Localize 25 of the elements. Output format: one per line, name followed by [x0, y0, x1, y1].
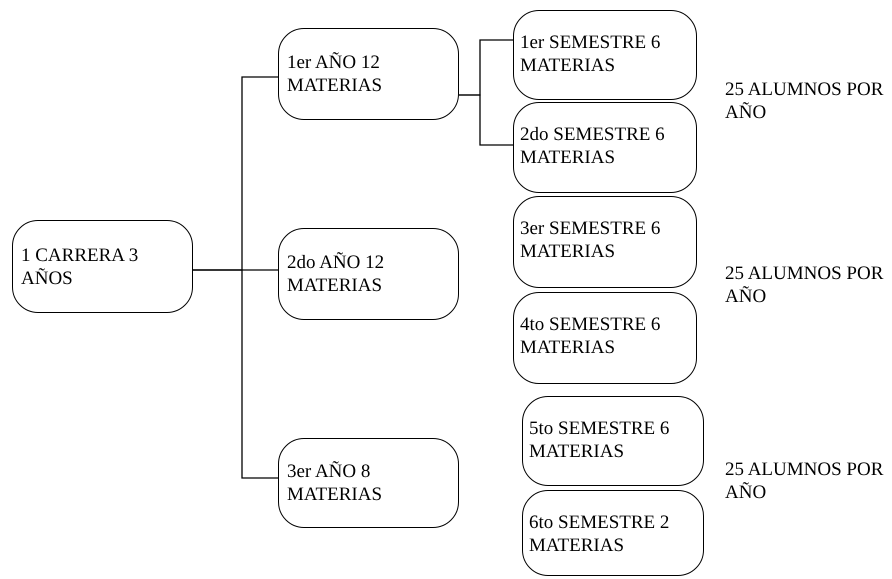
rounded-box	[278, 28, 459, 120]
connector-line	[193, 269, 278, 479]
note-text: 25 ALUMNOS POR AÑO	[725, 458, 884, 504]
connector-line	[459, 94, 513, 146]
box-text: 6to SEMESTRE 2 MATERIAS	[529, 511, 670, 557]
rounded-box	[278, 228, 459, 320]
rounded-box	[278, 438, 459, 528]
box-text: 3er SEMESTRE 6 MATERIAS	[520, 217, 662, 263]
rounded-box	[522, 396, 704, 486]
rounded-box	[513, 292, 697, 384]
box-text: 5to SEMESTRE 6 MATERIAS	[529, 417, 670, 463]
box-text: 3er AÑO 8 MATERIAS	[287, 460, 384, 506]
box-text: 4to SEMESTRE 6 MATERIAS	[520, 313, 662, 359]
note-text: 25 ALUMNOS POR AÑO	[725, 262, 884, 308]
box-text: 2do SEMESTRE 6 MATERIAS	[520, 123, 666, 169]
rounded-box	[513, 196, 697, 288]
box-text: 1er SEMESTRE 6 MATERIAS	[520, 31, 662, 77]
rounded-box	[522, 490, 704, 576]
box-text: 2do AÑO 12 MATERIAS	[287, 251, 386, 297]
note-text: 25 ALUMNOS POR AÑO	[725, 78, 884, 124]
rounded-box	[513, 102, 697, 193]
box-text: 1 CARRERA 3 AÑOS	[21, 244, 140, 290]
rounded-box	[12, 220, 193, 313]
rounded-box	[513, 10, 697, 100]
box-text: 1er AÑO 12 MATERIAS	[287, 51, 384, 97]
